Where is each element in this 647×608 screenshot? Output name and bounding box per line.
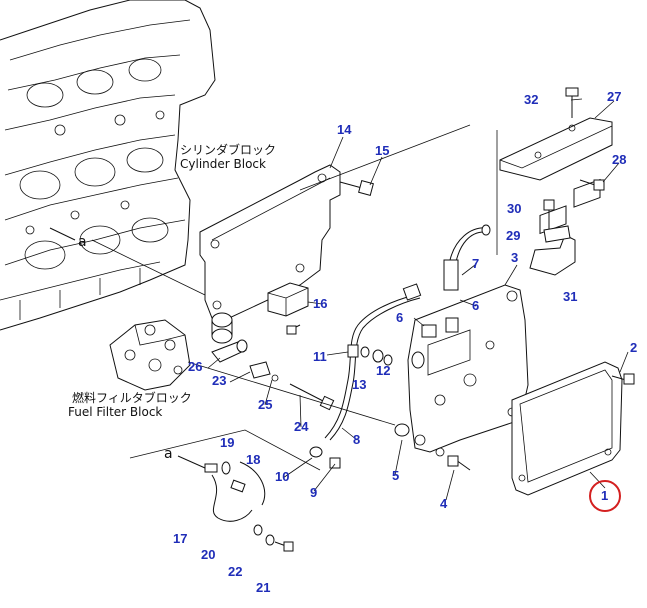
- callout-13: 13: [352, 377, 366, 392]
- clip-10: [309, 446, 323, 458]
- clamp-29: [543, 225, 571, 243]
- callout-26: 26: [188, 359, 202, 374]
- bolt-32: [565, 87, 579, 118]
- ground-harness-17: a: [129, 429, 321, 552]
- pipe-26: [211, 339, 248, 363]
- callout-1: 1: [601, 488, 608, 503]
- bracket-plate-14: [199, 164, 341, 321]
- connector-a-bottom-label: a: [164, 446, 173, 462]
- callout-5: 5: [392, 468, 399, 483]
- bolt-30: [543, 199, 555, 230]
- fuel-line-8: [324, 283, 422, 441]
- callout-10: 10: [275, 469, 289, 484]
- highlight-circle: [589, 480, 621, 512]
- mounting-plate-3: [407, 284, 529, 457]
- callout-18: 18: [246, 452, 260, 467]
- callout-31: 31: [563, 289, 577, 304]
- callout-19: 19: [220, 435, 234, 450]
- bolt-24: [289, 383, 335, 411]
- callout-22: 22: [228, 564, 242, 579]
- washers-12-13: [360, 346, 393, 366]
- controller-1: [511, 178, 623, 496]
- callout-24: 24: [294, 419, 309, 434]
- callout-7: 7: [472, 256, 479, 271]
- callout-11: 11: [313, 349, 327, 364]
- callout-25: 25: [258, 397, 272, 412]
- fuel-line-7: [443, 224, 491, 291]
- collar-5: [394, 423, 410, 437]
- callout-28: 28: [612, 152, 626, 167]
- callout-numbers: 1 2 3 4 5 6 6 7 8 9 10 11 12 13 14 15 16…: [173, 89, 637, 595]
- leader-lines: [207, 98, 629, 501]
- callout-2: 2: [630, 340, 637, 355]
- callout-4: 4: [440, 496, 448, 511]
- relay-bracket-connector: [211, 312, 233, 344]
- cover-bracket-27: [499, 117, 613, 181]
- callout-9: 9: [310, 485, 317, 500]
- callout-30: 30: [507, 201, 521, 216]
- callout-29: 29: [506, 228, 520, 243]
- callout-12: 12: [376, 363, 390, 378]
- fuel-filter-block-drawing: [109, 319, 191, 391]
- callout-6b: 6: [472, 298, 479, 313]
- bolt-15: [339, 180, 374, 196]
- callout-17: 17: [173, 531, 187, 546]
- callout-21: 21: [256, 580, 270, 595]
- pressure-valve-6: [411, 317, 459, 369]
- callout-14: 14: [337, 122, 352, 137]
- callout-23: 23: [212, 373, 226, 388]
- callout-8: 8: [353, 432, 360, 447]
- bolt-4: [447, 455, 471, 471]
- callout-20: 20: [201, 547, 215, 562]
- cylinder-block-label-jp: シリンダブロック: [180, 142, 276, 157]
- callout-32: 32: [524, 92, 538, 107]
- cylinder-block-drawing: [0, 0, 216, 331]
- connector-a-top-label: a: [78, 234, 87, 250]
- connector-a-top: a: [49, 227, 206, 296]
- callout-3: 3: [511, 250, 518, 265]
- callout-6a: 6: [396, 310, 403, 325]
- bolt-2: [611, 373, 635, 385]
- bolt-28: [579, 179, 605, 191]
- callout-16: 16: [313, 296, 327, 311]
- bolt-9: [329, 457, 341, 469]
- connector-23: [249, 361, 279, 382]
- fuel-filter-block-label-jp: 燃料フィルタブロック: [72, 390, 192, 405]
- callout-15: 15: [375, 143, 389, 158]
- cylinder-block-label-en: Cylinder Block: [180, 157, 266, 171]
- fuel-filter-block-label-en: Fuel Filter Block: [68, 405, 162, 419]
- relay-16: [267, 282, 309, 335]
- callout-27: 27: [607, 89, 621, 104]
